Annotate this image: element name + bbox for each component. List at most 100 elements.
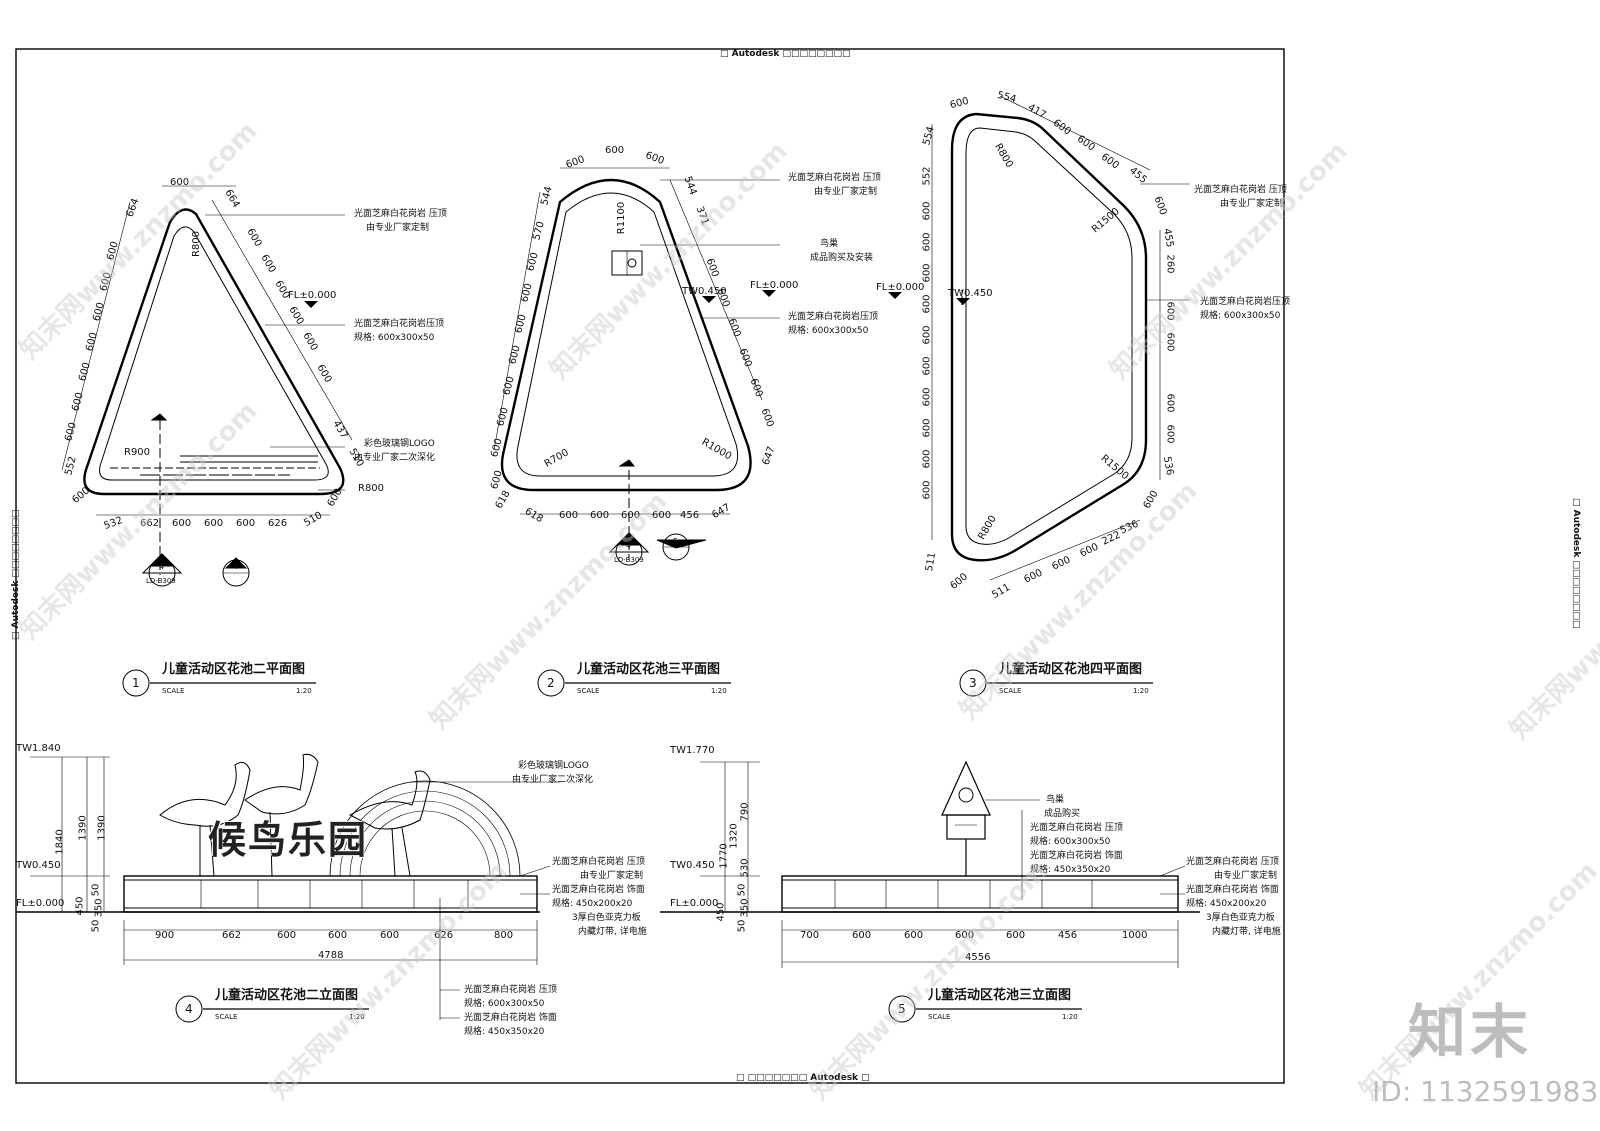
elev4-hdim: 600 (380, 930, 400, 941)
drawing-title: 儿童活动区花池三立面图 (928, 988, 1072, 1003)
plan2-dim-bottom: 456 (680, 510, 700, 521)
title-number: 1 (132, 676, 140, 690)
autodesk-label-left: □ Autodesk □□□□□□□□ (11, 509, 21, 640)
plan3-dim-left: 600 (921, 232, 933, 252)
elev4-vdim: 350 (93, 898, 105, 918)
plan3-fl-level: FL±0.000 (876, 282, 925, 293)
plan1-fl-level: FL±0.000 (288, 290, 337, 301)
plan3-dim-right: 600 (1164, 301, 1176, 321)
plan3-dim-right: 600 (1164, 332, 1176, 352)
elev5-note: 光面芝麻白花岗岩 压顶 (1186, 857, 1279, 867)
scale-value: 1:20 (296, 687, 312, 695)
plan1-dim-top: 600 (170, 177, 190, 188)
elev5-level: TW1.770 (670, 745, 715, 756)
plan3-note: 光面芝麻白花岗岩 压顶 (1194, 185, 1287, 195)
plan3-dim-left: 600 (921, 294, 933, 314)
plan3-dim-right: 260 (1164, 254, 1176, 274)
plan3-dim-left: 600 (921, 263, 933, 283)
plan1-radius-top: R800 (191, 230, 203, 258)
plan3-dim-right: 600 (1164, 393, 1176, 413)
plan2-section-ref: LD-B309 (614, 556, 644, 564)
plan3-tw-level: TW0.450 (948, 288, 993, 299)
elev4-vdim: 1390 (77, 815, 89, 841)
elev5-vdim: 790 (739, 802, 751, 822)
autodesk-label-right: □ Autodesk □□□□□□□□ (1571, 498, 1581, 629)
elev4-note: 光面芝麻白花岗岩 压顶 (464, 985, 557, 995)
scale-value: 1:20 (349, 1013, 365, 1021)
elev5-hdim: 600 (1006, 930, 1026, 941)
elev4-vdim: 450 (74, 896, 86, 916)
elev4-note: 由专业厂家二次深化 (512, 775, 594, 785)
elev4-note: 光面芝麻白花岗岩 饰面 (464, 1013, 557, 1023)
elev4-note: 彩色玻璃钢LOGO (518, 761, 589, 771)
plan2-note: 由专业厂家定制 (814, 187, 878, 197)
drawing-title: 儿童活动区花池二平面图 (162, 662, 306, 677)
elev4-note: 规格: 600x300x50 (464, 999, 545, 1009)
plan1-radius-left: R900 (124, 447, 151, 458)
elev4-note: 规格: 450x200x20 (552, 899, 633, 909)
plan2-section-num: 5 (673, 537, 679, 546)
plan3-dim-left: 600 (921, 449, 933, 469)
elev5-note: 规格: 450x200x20 (1186, 899, 1267, 909)
brand-id: ID: 1132591983 (1372, 1075, 1599, 1108)
elev5-note: 规格: 600x300x50 (1030, 837, 1111, 847)
plan3-dim-left: 552 (921, 166, 933, 186)
plan3-dim-left: 600 (921, 480, 933, 500)
elev4-vdim: 50 (90, 919, 102, 933)
elev4-hdim: 600 (328, 930, 348, 941)
elev4-note: 3厚白色亚克力板 (572, 913, 641, 923)
sheet-border (15, 48, 1285, 1084)
elev4-note: 由专业厂家定制 (580, 871, 644, 881)
plan2-dim-bottom: 600 (621, 510, 641, 521)
scale-label: SCALE (999, 687, 1022, 695)
scale-label: SCALE (162, 687, 185, 695)
plan3-dim-left: 600 (921, 325, 933, 345)
section-marker-1 (141, 553, 250, 587)
plan2-note: 规格: 600x300x50 (788, 326, 869, 336)
elev5-note: 规格: 450x350x20 (1030, 865, 1111, 875)
plan-1-shape (61, 185, 353, 575)
plan3-dim-left: 600 (921, 387, 933, 407)
elev5-hdim: 700 (800, 930, 820, 941)
title-number: 3 (969, 676, 977, 690)
plan1-dim-bottom: 600 (204, 518, 224, 529)
elev5-level: FL±0.000 (670, 898, 719, 909)
elev4-level: TW0.450 (16, 860, 61, 871)
plan2-note: 光面芝麻白花岗岩 压顶 (788, 173, 881, 183)
elev5-vdim: 350 (739, 898, 751, 918)
logo-text: 候鸟乐园 (208, 818, 369, 862)
drawing-title: 儿童活动区花池三平面图 (577, 662, 721, 677)
plan1-section-num: 4 (159, 562, 165, 571)
plan2-tw-level: TW0.450 (682, 286, 727, 297)
elev5-vdim: 450 (715, 902, 727, 922)
plan3-dim-left: 600 (921, 201, 933, 221)
elev4-vdim: 50 (90, 883, 102, 897)
plan1-note: 由专业厂家二次深化 (354, 453, 436, 463)
plan1-dim-bottom: 600 (172, 518, 192, 529)
plan1-dim-bottom: 600 (236, 518, 256, 529)
plan2-section-num: 4 (626, 541, 632, 550)
plan1-dim-bottom: 662 (140, 518, 160, 529)
elev5-hdim: 1000 (1122, 930, 1148, 941)
plan3-note: 由专业厂家定制 (1220, 199, 1284, 209)
elev5-hdim: 600 (852, 930, 872, 941)
elev4-hdim: 900 (155, 930, 175, 941)
elev4-level: TW1.840 (16, 743, 61, 754)
elev5-vdim: 50 (736, 883, 748, 897)
plan1-note: 彩色玻璃钢LOGO (364, 439, 435, 449)
title-number: 5 (898, 1002, 906, 1016)
title-bars (122, 669, 1153, 1023)
elev5-hdim: 600 (955, 930, 975, 941)
plan3-note: 规格: 600x300x50 (1200, 311, 1281, 321)
plan2-fl-level: FL±0.000 (750, 280, 799, 291)
drawing-title: 儿童活动区花池二立面图 (215, 988, 359, 1003)
plan1-note: 由专业厂家定制 (366, 223, 430, 233)
plan3-dim-right: 600 (1164, 424, 1176, 444)
elev4-hdim: 600 (277, 930, 297, 941)
plan2-dim-bottom: 600 (590, 510, 610, 521)
elev4-vdim: 1840 (54, 829, 66, 855)
scale-label: SCALE (577, 687, 600, 695)
elev5-total: 4556 (965, 952, 991, 963)
